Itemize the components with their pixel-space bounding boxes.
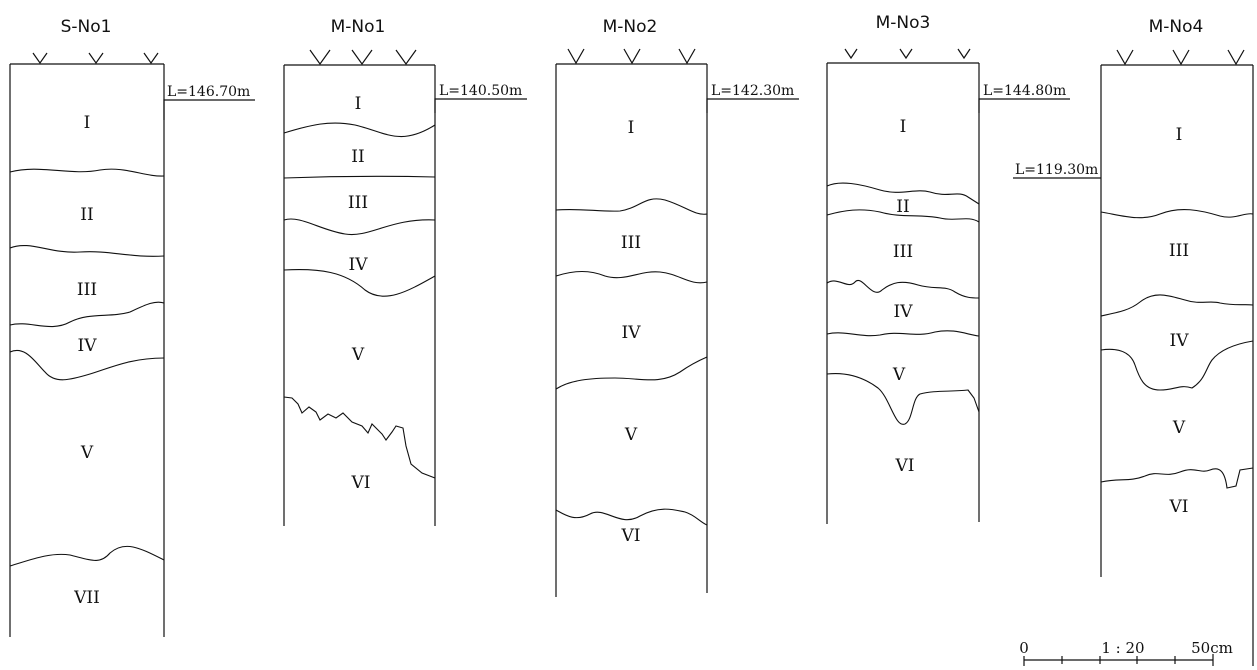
elevation-leader bbox=[706, 98, 799, 113]
column-title: S-No1 bbox=[61, 17, 112, 37]
layer-label: II bbox=[351, 147, 364, 167]
column-title: M-No4 bbox=[1149, 17, 1204, 37]
layer-label: V bbox=[80, 443, 94, 463]
layer-label: IV bbox=[622, 323, 642, 343]
elevation-label: L=146.70m bbox=[167, 84, 250, 100]
layer-label: V bbox=[624, 425, 638, 445]
elevation-label: L=142.30m bbox=[711, 83, 794, 99]
layer-label: III bbox=[1169, 241, 1189, 261]
surface-grass-marks bbox=[567, 48, 696, 65]
layer-label: I bbox=[84, 113, 91, 133]
layer-boundaries bbox=[1100, 208, 1254, 489]
layer-label: IV bbox=[78, 336, 98, 356]
layer-label: V bbox=[892, 365, 906, 385]
layer-label: II bbox=[896, 197, 909, 217]
layer-label: I bbox=[1176, 125, 1183, 145]
elevation-label: L=119.30m bbox=[1015, 162, 1098, 178]
column-title: M-No3 bbox=[876, 13, 931, 33]
column-m-no3: M-No3 L=144.80m I II III IV V VI bbox=[826, 13, 1070, 524]
layer-label: I bbox=[628, 118, 635, 138]
surface-grass-marks bbox=[32, 52, 159, 65]
column-m-no2: M-No2 L=142.30m I III IV V VI bbox=[555, 17, 799, 597]
layer-label: VI bbox=[351, 473, 371, 493]
scale-bar: 0 1 : 20 50cm bbox=[1019, 639, 1233, 666]
layer-label: VI bbox=[621, 526, 641, 546]
elevation-label: L=140.50m bbox=[439, 83, 522, 99]
layer-label: III bbox=[621, 233, 641, 253]
layer-boundaries bbox=[9, 168, 165, 567]
surface-grass-marks bbox=[309, 49, 417, 66]
layer-label: III bbox=[348, 193, 368, 213]
layer-label: VI bbox=[895, 456, 915, 476]
column-title: M-No2 bbox=[603, 17, 658, 37]
layer-label: I bbox=[355, 94, 362, 114]
scale-end-label: 50cm bbox=[1191, 639, 1233, 657]
scale-start-label: 0 bbox=[1019, 639, 1029, 657]
layer-boundaries bbox=[283, 122, 436, 479]
layer-label: V bbox=[351, 345, 365, 365]
layer-label: IV bbox=[349, 255, 369, 275]
elevation-label: L=144.80m bbox=[983, 83, 1066, 99]
surface-grass-marks bbox=[844, 48, 971, 60]
column-m-no1: M-No1 L=140.50m I II III IV V VI bbox=[283, 17, 527, 526]
column-s-no1: S-No1 L=146.70m I II III IV V VII bbox=[9, 17, 255, 637]
column-m-no4: M-No4 L=119.30m I III IV V VI bbox=[1013, 17, 1254, 666]
surface-grass-marks bbox=[1116, 49, 1245, 66]
layer-boundaries bbox=[826, 182, 980, 425]
layer-label: IV bbox=[894, 302, 914, 322]
layer-label: IV bbox=[1170, 331, 1190, 351]
layer-boundaries bbox=[555, 198, 708, 526]
elevation-leader bbox=[163, 99, 255, 120]
layer-label: VI bbox=[1169, 497, 1189, 517]
layer-label: II bbox=[80, 205, 93, 225]
column-title: M-No1 bbox=[331, 17, 386, 37]
layer-label: VII bbox=[73, 588, 100, 608]
elevation-leader bbox=[434, 98, 527, 113]
scale-ratio-label: 1 : 20 bbox=[1101, 639, 1144, 657]
layer-label: V bbox=[1172, 418, 1186, 438]
layer-label: I bbox=[900, 117, 907, 137]
layer-label: III bbox=[893, 242, 913, 262]
layer-label: III bbox=[77, 280, 97, 300]
elevation-leader bbox=[978, 98, 1070, 113]
